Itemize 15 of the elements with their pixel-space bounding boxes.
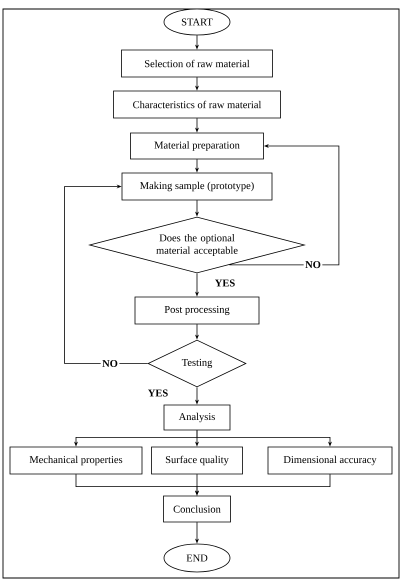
process-box: Surface quality [151,446,243,474]
process-box: Conclusion [163,496,231,522]
process-box: Making sample (prototype) [122,172,272,200]
process-box: Characteristics of raw material [113,90,281,118]
edge-label: NO [100,358,120,369]
edge-label: YES [146,388,170,398]
process-box: Post processing [134,296,260,324]
edge-label: NO [304,260,322,270]
edge-label: YES [213,278,237,288]
process-box: Mechanical properties [10,446,142,474]
process-box: Analysis [164,404,230,430]
process-box: Selection of raw material [121,50,273,78]
arrow [64,184,148,364]
process-box: Dimensional accuracy [268,446,392,474]
process-box: Material preparation [130,132,264,160]
